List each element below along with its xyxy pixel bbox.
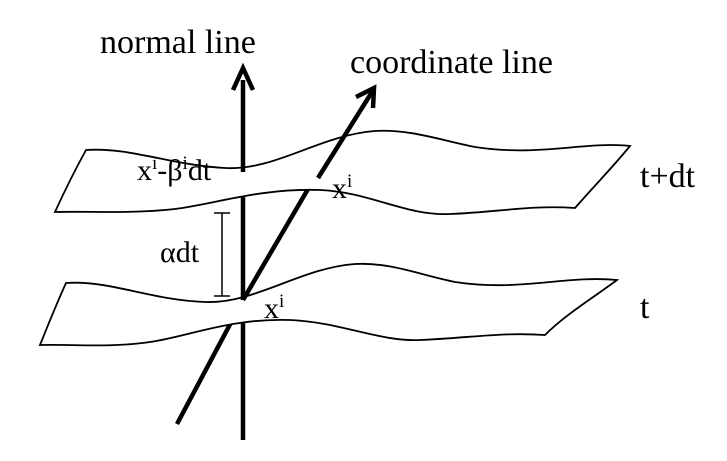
coordinate-line-upper bbox=[316, 90, 374, 180]
bottom-point-label: xi bbox=[264, 291, 284, 325]
svg-text:xi-βidt: xi-βidt bbox=[137, 153, 212, 187]
coordinate-line-middle bbox=[241, 170, 320, 302]
svg-text:xi: xi bbox=[332, 171, 352, 205]
slice-t-plus-dt-sheet bbox=[53, 129, 632, 215]
normal-line-arrowhead bbox=[230, 62, 256, 91]
top-point-label: xi bbox=[332, 171, 352, 205]
svg-text:xi: xi bbox=[264, 291, 284, 325]
lapse-label: αdt bbox=[160, 236, 200, 269]
slice-t-sheet bbox=[38, 262, 620, 347]
normal-line-label: normal line bbox=[100, 24, 256, 61]
coordinate-line-label: coordinate line bbox=[350, 44, 553, 81]
slice-t-label: t bbox=[640, 289, 650, 326]
shifted-point-label: xi-βidt bbox=[137, 153, 212, 187]
lapse-bracket bbox=[214, 212, 230, 297]
coordinate-line-arrowhead bbox=[354, 84, 377, 109]
slice-t-plus-dt-label: t+dt bbox=[640, 158, 696, 195]
